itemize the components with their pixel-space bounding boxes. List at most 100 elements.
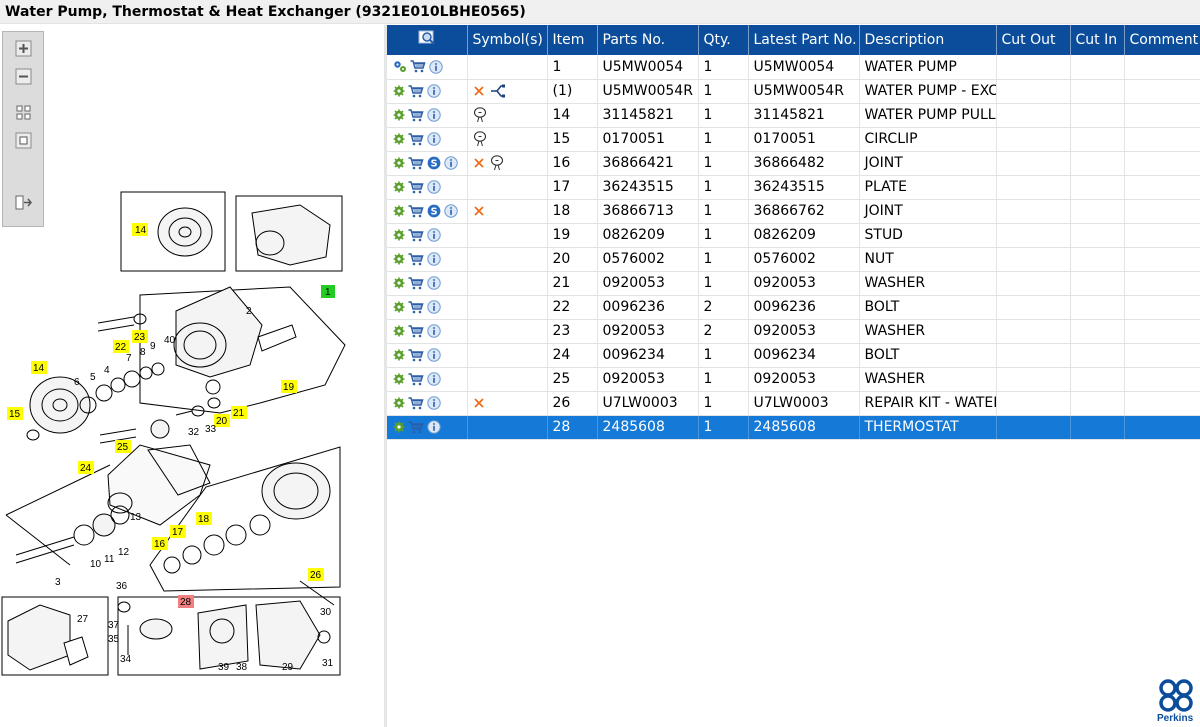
col-cut-out[interactable]: Cut Out bbox=[996, 25, 1071, 55]
row-symbols[interactable] bbox=[467, 415, 548, 440]
row-actions[interactable] bbox=[387, 319, 468, 344]
info-button[interactable] bbox=[427, 132, 441, 146]
row-symbols[interactable] bbox=[467, 151, 548, 176]
part-status-button[interactable] bbox=[393, 205, 405, 217]
row-actions[interactable] bbox=[387, 391, 468, 416]
actual-size-button[interactable] bbox=[13, 130, 34, 151]
row-symbols[interactable] bbox=[467, 199, 548, 224]
part-status-button[interactable] bbox=[393, 109, 405, 121]
row-symbols[interactable] bbox=[467, 391, 548, 416]
info-button[interactable] bbox=[427, 420, 441, 434]
row-actions[interactable] bbox=[387, 343, 468, 368]
add-to-cart-button[interactable] bbox=[408, 180, 424, 194]
row-actions[interactable] bbox=[387, 175, 468, 200]
add-to-cart-button[interactable] bbox=[408, 276, 424, 290]
add-to-cart-button[interactable] bbox=[408, 252, 424, 266]
row-actions[interactable]: S bbox=[387, 199, 468, 224]
diagram-pane[interactable]: 14 1 22 23 19 14 15 21 20 25 24 18 17 16… bbox=[0, 25, 384, 727]
part-status-button[interactable] bbox=[393, 277, 405, 289]
row-symbols[interactable] bbox=[467, 223, 548, 248]
info-button[interactable] bbox=[444, 156, 458, 170]
info-button[interactable] bbox=[427, 348, 441, 362]
row-actions[interactable] bbox=[387, 223, 468, 248]
add-to-cart-button[interactable] bbox=[408, 108, 424, 122]
row-actions[interactable] bbox=[387, 55, 468, 80]
col-item[interactable]: Item bbox=[547, 25, 598, 55]
zoom-in-button[interactable] bbox=[13, 38, 34, 59]
add-to-cart-button[interactable] bbox=[408, 204, 424, 218]
row-symbols[interactable] bbox=[467, 295, 548, 320]
part-status-button[interactable] bbox=[393, 373, 405, 385]
add-to-cart-button[interactable] bbox=[408, 324, 424, 338]
row-symbols[interactable] bbox=[467, 55, 548, 80]
info-button[interactable] bbox=[427, 276, 441, 290]
add-to-cart-button[interactable] bbox=[408, 228, 424, 242]
row-symbols[interactable] bbox=[467, 127, 548, 152]
add-to-cart-button[interactable] bbox=[408, 156, 424, 170]
part-status-button[interactable] bbox=[393, 253, 405, 265]
part-status-button[interactable] bbox=[393, 421, 405, 433]
row-symbols[interactable] bbox=[467, 271, 548, 296]
row-actions[interactable] bbox=[387, 79, 468, 104]
col-parts-no[interactable]: Parts No. bbox=[597, 25, 699, 55]
row-actions[interactable] bbox=[387, 127, 468, 152]
add-to-cart-button[interactable] bbox=[410, 60, 426, 73]
info-button[interactable] bbox=[429, 60, 443, 74]
col-cut-in[interactable]: Cut In bbox=[1070, 25, 1125, 55]
row-actions[interactable]: S bbox=[387, 151, 468, 176]
col-comment[interactable]: Comment bbox=[1124, 25, 1200, 55]
service-s-button[interactable]: S bbox=[427, 204, 441, 218]
row-actions[interactable] bbox=[387, 415, 468, 440]
row-symbols[interactable] bbox=[467, 175, 548, 200]
zoom-out-button[interactable] bbox=[13, 66, 34, 87]
col-symbols[interactable]: Symbol(s) bbox=[467, 25, 548, 55]
row-actions[interactable] bbox=[387, 247, 468, 272]
header-search-cell[interactable] bbox=[387, 25, 468, 55]
service-s-button[interactable]: S bbox=[427, 156, 441, 170]
add-to-cart-button[interactable] bbox=[408, 396, 424, 410]
row-symbols[interactable] bbox=[467, 367, 548, 392]
pane-splitter[interactable] bbox=[384, 25, 387, 727]
info-button[interactable] bbox=[427, 396, 441, 410]
add-to-cart-button[interactable] bbox=[408, 132, 424, 146]
row-actions[interactable] bbox=[387, 103, 468, 128]
row-symbols[interactable] bbox=[467, 79, 548, 104]
part-status-button[interactable] bbox=[393, 301, 405, 313]
info-button[interactable] bbox=[427, 180, 441, 194]
row-symbols[interactable] bbox=[467, 343, 548, 368]
add-to-cart-button[interactable] bbox=[408, 348, 424, 362]
row-symbols[interactable] bbox=[467, 103, 548, 128]
part-status-button[interactable] bbox=[393, 181, 405, 193]
row-actions[interactable] bbox=[387, 367, 468, 392]
fit-page-button[interactable] bbox=[13, 102, 34, 123]
col-latest-part-no[interactable]: Latest Part No. bbox=[748, 25, 860, 55]
info-button[interactable] bbox=[427, 372, 441, 386]
row-actions[interactable] bbox=[387, 295, 468, 320]
part-status-button[interactable] bbox=[393, 60, 407, 73]
diagram-callouts[interactable]: 14 1 22 23 19 14 15 21 20 25 24 18 17 16… bbox=[7, 223, 335, 608]
export-button[interactable] bbox=[13, 192, 34, 213]
add-to-cart-button[interactable] bbox=[408, 300, 424, 314]
row-symbols[interactable] bbox=[467, 247, 548, 272]
exploded-diagram[interactable]: 14 1 22 23 19 14 15 21 20 25 24 18 17 16… bbox=[0, 25, 384, 727]
row-actions[interactable] bbox=[387, 271, 468, 296]
part-status-button[interactable] bbox=[393, 157, 405, 169]
info-button[interactable] bbox=[427, 324, 441, 338]
info-button[interactable] bbox=[427, 300, 441, 314]
part-status-button[interactable] bbox=[393, 397, 405, 409]
part-status-button[interactable] bbox=[393, 325, 405, 337]
